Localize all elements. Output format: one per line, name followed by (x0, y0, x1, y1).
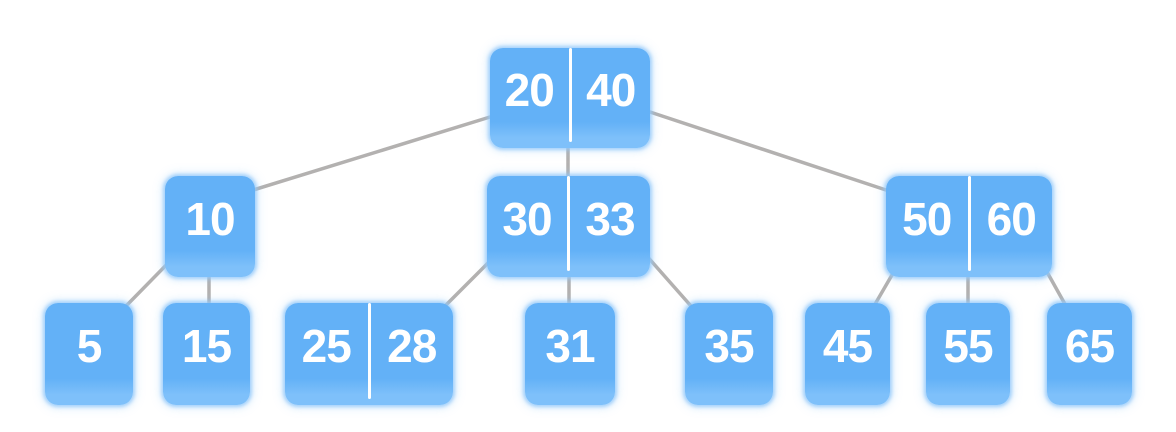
node-key: 65 (1064, 320, 1115, 372)
tree-node-30-33: 30 33 (487, 176, 650, 277)
node-key: 35 (704, 320, 754, 372)
tree-node-15: 15 (163, 303, 250, 405)
node-key: 33 (585, 192, 635, 245)
tree-node-10: 10 (165, 176, 255, 277)
tree-node-5: 5 (45, 303, 133, 405)
node-key: 28 (387, 320, 437, 372)
key-divider (367, 303, 371, 399)
node-key: 25 (301, 320, 352, 372)
tree-node-65: 65 (1047, 303, 1132, 405)
tree-node-45: 45 (805, 303, 890, 405)
node-key: 55 (943, 320, 993, 372)
tree-node-50-60: 50 60 (886, 176, 1052, 277)
tree-node-35: 35 (685, 303, 773, 405)
tree-node-25-28: 25 28 (285, 303, 453, 405)
node-key: 30 (502, 192, 552, 245)
node-key: 31 (545, 320, 595, 372)
key-divider (967, 176, 971, 271)
node-key: 10 (185, 192, 235, 245)
node-key: 15 (181, 320, 232, 372)
tree-edge-20-40-to-50-60 (648, 110, 888, 192)
tree-edge-20-40-to-10 (248, 115, 492, 193)
node-key: 5 (76, 320, 103, 372)
node-key: 60 (986, 192, 1037, 245)
node-key: 20 (504, 64, 555, 116)
key-divider (568, 48, 572, 142)
tree-node-31: 31 (525, 303, 615, 405)
tree-edge-30-33-to-35 (643, 252, 693, 308)
node-key: 45 (822, 320, 873, 372)
node-key: 50 (902, 192, 952, 245)
node-key: 40 (586, 64, 636, 116)
tree-node-55: 55 (926, 303, 1010, 405)
key-divider (567, 176, 570, 271)
